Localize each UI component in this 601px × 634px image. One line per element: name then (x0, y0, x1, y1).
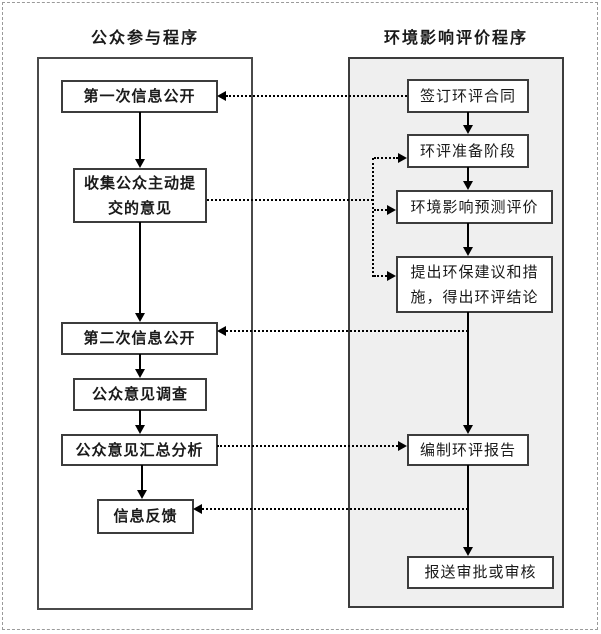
arrowhead-right-icon (398, 441, 407, 451)
box-impact-prediction-assessment: 环境影响预测评价 (396, 190, 553, 224)
box-compile-eia-report: 编制环评报告 (407, 434, 529, 466)
box-proposals-and-conclusions: 提出环保建议和措 施，得出环评结论 (396, 256, 553, 313)
box-label: 公众意见调查 (91, 385, 188, 403)
arrowhead-down-icon (463, 547, 473, 556)
connector-line (467, 167, 469, 181)
box-label: 报送审批或审核 (424, 563, 537, 581)
box-info-feedback: 信息反馈 (97, 499, 194, 534)
arrowhead-down-icon (135, 159, 145, 168)
box-collect-public-opinions: 收集公众主动提 交的意见 (73, 168, 207, 223)
arrowhead-right-icon (398, 153, 407, 163)
connector-line (467, 223, 469, 247)
dotted-connector-line (372, 158, 374, 277)
arrowhead-down-icon (463, 425, 473, 434)
arrowhead-left-icon (193, 504, 202, 514)
connector-line (467, 465, 469, 547)
connector-line (139, 410, 141, 425)
arrowhead-down-icon (463, 181, 473, 190)
connector-line (467, 312, 469, 425)
dotted-connector-line (226, 330, 468, 332)
arrowhead-down-icon (137, 490, 147, 499)
box-label: 环评准备阶段 (419, 141, 516, 160)
box-label: 提出环保建议和措 施，得出环评结论 (410, 262, 539, 306)
dotted-connector-line (374, 209, 387, 211)
connector-line (139, 354, 141, 369)
connector-line (139, 222, 141, 313)
box-opinion-summary-analysis: 公众意见汇总分析 (61, 434, 218, 466)
dotted-connector-line (217, 445, 398, 447)
arrowhead-left-icon (217, 326, 226, 336)
box-label: 签订环评合同 (419, 86, 516, 105)
arrowhead-down-icon (135, 369, 145, 378)
left-column-title: 公众参与程序 (90, 28, 199, 47)
box-label: 编制环评报告 (419, 440, 516, 459)
arrowhead-right-icon (387, 271, 396, 281)
box-eia-preparation-stage: 环评准备阶段 (407, 134, 529, 168)
arrowhead-down-icon (463, 125, 473, 134)
connector-line (141, 465, 143, 490)
dotted-connector-line (226, 95, 407, 97)
arrowhead-down-icon (135, 425, 145, 434)
box-public-opinion-survey: 公众意见调查 (73, 378, 207, 411)
right-column-title: 环境影响评价程序 (383, 28, 528, 47)
dotted-connector-line (374, 157, 398, 159)
dotted-connector-line (202, 508, 468, 510)
box-submit-for-approval: 报送审批或审核 (407, 556, 554, 589)
box-second-info-disclosure: 第二次信息公开 (61, 322, 218, 355)
box-first-info-disclosure: 第一次信息公开 (61, 80, 218, 113)
connector-line (467, 112, 469, 125)
arrowhead-left-icon (217, 91, 226, 101)
box-label: 第一次信息公开 (83, 87, 196, 105)
arrowhead-right-icon (387, 205, 396, 215)
dotted-connector-line (374, 275, 387, 277)
box-sign-eia-contract: 签订环评合同 (407, 79, 529, 113)
arrowhead-down-icon (135, 313, 145, 322)
dotted-connector-line (207, 199, 373, 201)
arrowhead-down-icon (463, 247, 473, 256)
box-label: 环境影响预测评价 (410, 197, 539, 216)
connector-line (139, 112, 141, 159)
box-label: 公众意见汇总分析 (75, 440, 204, 459)
box-label: 第二次信息公开 (83, 329, 196, 347)
box-label: 信息反馈 (113, 507, 178, 525)
box-label: 收集公众主动提 交的意见 (83, 173, 196, 217)
